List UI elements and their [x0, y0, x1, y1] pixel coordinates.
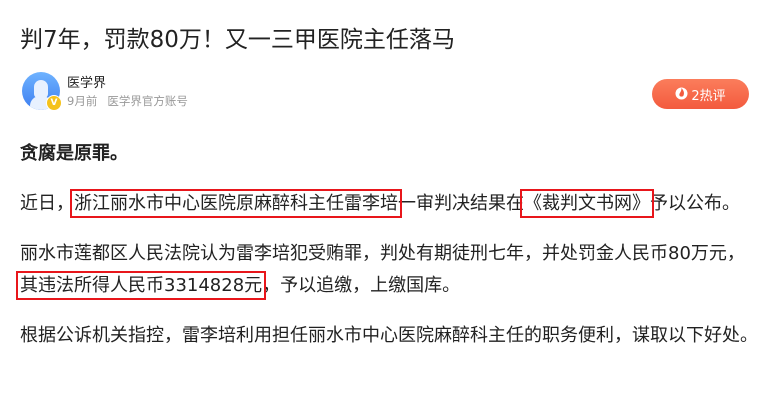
text: 一审判决结果在 — [398, 193, 524, 214]
author-meta: 9月前医学界官方账号 — [67, 93, 188, 109]
paragraph-3: 根据公诉机关指控，雷李培利用担任丽水市中心医院麻醉科主任的职务便利，谋取以下好处… — [20, 325, 758, 346]
author-desc: 医学界官方账号 — [107, 94, 188, 108]
verified-badge-icon: V — [46, 95, 62, 111]
paragraph-1: 近日，浙江丽水市中心医院原麻醉科主任雷李培一审判决结果在《裁判文书网》予以公布。 — [20, 188, 760, 220]
hot-comments-label: 2热评 — [691, 88, 726, 104]
author-name[interactable]: 医学界 — [67, 76, 107, 91]
article-title: 判7年，罚款80万！又一三甲医院主任落马 — [20, 27, 455, 53]
text: 予以公布。 — [650, 193, 740, 214]
highlighted-source: 《裁判文书网》 — [520, 189, 654, 218]
paragraph-2: 丽水市莲都区人民法院认为雷李培犯受贿罪，判处有期徒刑七年，并处罚金人民币80万元… — [15, 238, 760, 302]
text: 丽水市莲都区人民法院认为雷李培犯受贿罪，判处有期徒刑七年，并处罚金人民币80万元… — [20, 243, 745, 264]
article-body: 贪腐是原罪。 近日，浙江丽水市中心医院原麻醉科主任雷李培一审判决结果在《裁判文书… — [15, 138, 760, 370]
post-time: 9月前 — [67, 94, 98, 108]
flame-icon — [675, 85, 688, 104]
highlighted-name: 浙江丽水市中心医院原麻醉科主任雷李培 — [70, 189, 402, 218]
text: 近日， — [20, 193, 74, 214]
paragraph-lead: 贪腐是原罪。 — [20, 143, 128, 164]
text: ，予以追缴，上缴国库。 — [262, 275, 461, 296]
highlighted-amount: 其违法所得人民币3314828元 — [15, 271, 267, 300]
hot-comments-button[interactable]: 2热评 — [652, 79, 749, 109]
